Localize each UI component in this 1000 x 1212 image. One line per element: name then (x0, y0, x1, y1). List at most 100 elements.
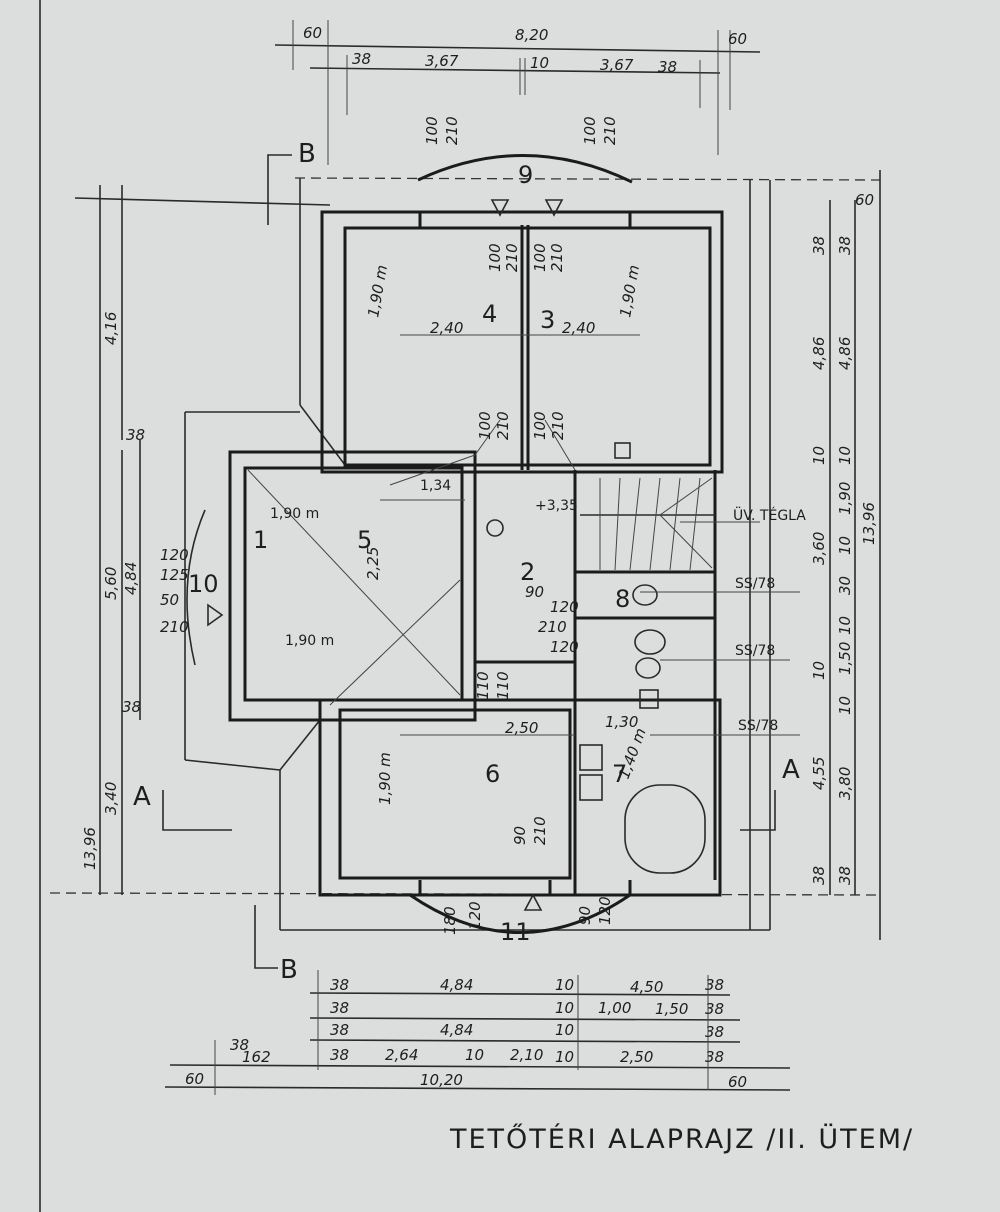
plan-line (490, 199, 510, 217)
dimension-label: 38 (352, 50, 371, 68)
dimension-label: 1,90 (836, 482, 854, 515)
dimension-label: 10 (836, 446, 854, 465)
plan-line (523, 893, 543, 911)
dimension-label: 38 (330, 1021, 349, 1039)
dimension-label: 1,90 m (364, 264, 391, 319)
dimension-label: 10 (555, 1048, 574, 1066)
dimension-label: 10 (836, 616, 854, 635)
plan-line (309, 992, 731, 996)
dimension-label: 10 (810, 446, 828, 465)
dimension-label: 38 (836, 236, 854, 255)
plan-line (184, 759, 281, 771)
dimension-label: 210 (601, 116, 619, 145)
dimension-label: 90 (511, 826, 529, 845)
dimension-label: 38 (330, 976, 349, 994)
plan-line (162, 790, 232, 831)
dimension-label: 38 (122, 698, 141, 716)
plan-line (659, 514, 713, 569)
plan-line (338, 708, 572, 880)
dimension-label: 13,96 (860, 502, 878, 545)
dimension-label: 210 (548, 243, 566, 272)
dimension-label: 90 (576, 906, 594, 925)
left-dimensions: 13,96 4,16 38 5,60 4,84 38 3,40 120 125 … (81, 185, 189, 895)
plan-line (254, 905, 278, 969)
dimension-label: A (133, 782, 151, 812)
dimension-label: 38 (330, 1046, 349, 1064)
dimension-label: 1,90 m (285, 633, 334, 649)
dimension-label: 30 (836, 576, 854, 595)
dimension-label: 3,67 (600, 56, 634, 74)
dimension-label: 4,86 (810, 337, 828, 370)
plan-line (267, 154, 292, 225)
toilet-icon (632, 584, 658, 606)
dimension-label: 4,86 (836, 337, 854, 370)
dimension-label: 10,20 (420, 1071, 463, 1089)
room-label: 11 (500, 918, 531, 946)
dimension-label: 100 (531, 411, 549, 440)
dimension-label: 10 (465, 1046, 484, 1064)
dimension-label: 4,84 (440, 1021, 473, 1039)
section-marks: A A B B (133, 139, 800, 985)
plan-line (164, 1086, 791, 1091)
dimension-label: 1,00 (598, 999, 631, 1017)
dimension-label: 4,55 (810, 757, 828, 790)
dimension-label: 210 (538, 618, 567, 636)
dimension-label: B (298, 139, 316, 169)
bathtub-icon (624, 784, 706, 874)
dimension-label: 8,20 (515, 26, 548, 44)
dimension-label: 10 (555, 1021, 574, 1039)
plan-line (274, 44, 761, 53)
plan-line (294, 177, 881, 181)
elevation-label: +3,35 (535, 498, 578, 514)
plan-line (243, 466, 464, 702)
plan-line (740, 790, 776, 831)
plan-line (279, 719, 321, 771)
plan-line (247, 469, 461, 696)
dimension-label: 38 (705, 1048, 724, 1066)
dimension-label: 210 (549, 411, 567, 440)
dimension-label: 125 (160, 566, 189, 584)
dimension-label: 2,25 (364, 547, 382, 580)
dimension-label: 10 (555, 999, 574, 1017)
plan-line (389, 454, 476, 486)
dimension-label: 100 (486, 243, 504, 272)
plan-line (228, 450, 477, 722)
dimension-label: 10 (836, 536, 854, 555)
dimension-label: ЅЅ/78 (735, 643, 775, 659)
dimension-label: 110 (494, 671, 512, 700)
bathroom-fixtures (579, 584, 706, 874)
roof-hips (247, 419, 576, 706)
plan-line (320, 210, 724, 474)
plan-line (474, 419, 501, 456)
dimension-label: 38 (705, 976, 724, 994)
dimension-label: 60 (728, 1073, 747, 1091)
bidet-icon (634, 629, 666, 655)
room-label: 4 (482, 300, 497, 328)
dimension-label: 2,40 (430, 319, 463, 337)
bottom-dimensions: 38 4,84 10 4,50 38 38 10 1,00 1,50 38 38… (164, 970, 791, 1095)
window-markers (207, 199, 564, 911)
staircase (580, 442, 715, 571)
dimension-label: 210 (494, 411, 512, 440)
dimension-label: 4,16 (102, 312, 120, 345)
plan-line (669, 477, 681, 571)
room-labels: 1 2 3 4 5 6 7 8 9 10 11 +3,35 (188, 161, 630, 946)
dimension-label: 162 (242, 1048, 271, 1066)
plan-line (207, 603, 224, 627)
dimension-label: 4,84 (440, 976, 473, 994)
plan-line (74, 197, 331, 206)
plan-line (49, 892, 881, 896)
center-mark-icon (486, 519, 504, 537)
top-dimensions: 60 8,20 60 38 3,67 10 3,67 38 (274, 20, 761, 165)
dimension-label: 60 (185, 1070, 204, 1088)
dimension-label: 120 (550, 598, 579, 616)
dimension-label: 110 (474, 671, 492, 700)
dimension-label: 210 (443, 116, 461, 145)
plan-line (689, 477, 701, 571)
dimension-label: 60 (303, 24, 322, 42)
dimension-label: 50 (160, 591, 179, 609)
dimension-label: 2,10 (510, 1046, 543, 1064)
plan-line (649, 477, 661, 571)
room-label: 8 (615, 585, 630, 613)
plan-line (318, 698, 722, 897)
